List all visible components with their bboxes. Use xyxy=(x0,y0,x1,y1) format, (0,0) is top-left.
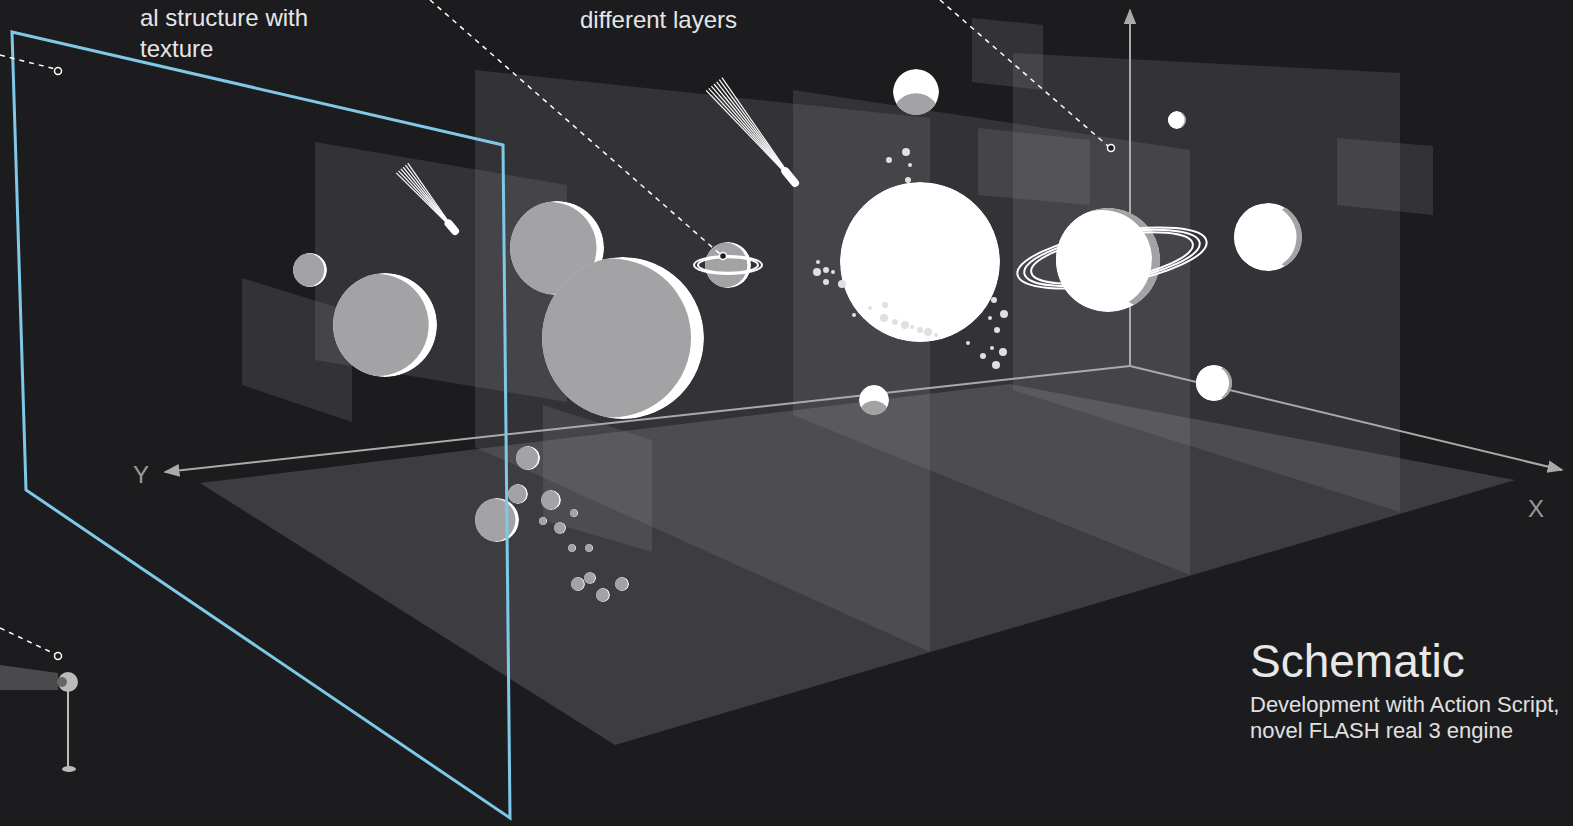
asteroid-belt xyxy=(813,148,1008,369)
asteroid xyxy=(886,157,892,163)
leader-lines xyxy=(0,0,1115,660)
planet xyxy=(614,577,629,591)
comet xyxy=(396,163,455,231)
asteroid xyxy=(892,319,898,325)
planet xyxy=(1052,208,1204,312)
axis-label: X xyxy=(1528,496,1558,522)
planet xyxy=(570,577,585,591)
asteroid xyxy=(868,306,872,310)
title: Schematic xyxy=(1250,636,1565,687)
comet xyxy=(706,78,795,183)
asteroid xyxy=(823,267,829,273)
asteroid xyxy=(992,361,1000,369)
asteroid xyxy=(813,268,821,276)
asteroid xyxy=(994,327,1000,333)
planet xyxy=(840,182,1000,342)
caption: Development with Action Script, novel FL… xyxy=(1250,692,1562,745)
planet xyxy=(570,509,578,517)
planet xyxy=(585,544,593,552)
axis-line xyxy=(1129,10,1131,366)
asteroid xyxy=(902,148,910,156)
layer-panel xyxy=(978,128,1090,205)
asteroid xyxy=(999,348,1007,356)
layer-panel xyxy=(242,278,352,422)
planet xyxy=(515,446,540,470)
asteroid xyxy=(917,327,923,333)
planet xyxy=(702,242,751,288)
axis-label: Y xyxy=(133,462,163,488)
planet xyxy=(553,522,566,534)
planet xyxy=(1167,111,1193,129)
asteroid xyxy=(910,325,914,329)
planet xyxy=(532,257,704,419)
asteroid xyxy=(990,346,994,350)
planet xyxy=(472,498,519,542)
asteroid xyxy=(924,328,932,336)
planet xyxy=(583,572,596,584)
planet xyxy=(539,517,547,525)
layer-panel xyxy=(543,405,652,552)
layer-panel xyxy=(972,18,1043,90)
asteroid xyxy=(838,280,846,288)
layer-panel xyxy=(1013,53,1400,512)
axis-line xyxy=(1130,366,1562,470)
asteroid xyxy=(980,353,986,359)
planet xyxy=(858,385,890,432)
asteroid xyxy=(988,316,992,320)
asteroid xyxy=(901,321,909,329)
planet xyxy=(568,544,576,552)
asteroid xyxy=(880,314,888,322)
layer-panel xyxy=(1337,138,1433,215)
layer-panels xyxy=(242,18,1433,652)
asteroid xyxy=(831,270,835,274)
planet xyxy=(1231,203,1331,271)
axes xyxy=(165,10,1562,472)
asteroid xyxy=(852,313,856,317)
planet xyxy=(540,490,561,510)
callout-label: al structure with texture xyxy=(140,2,310,64)
callout-label: different layers xyxy=(580,6,810,35)
planet-rings xyxy=(694,216,1211,301)
screen-frame xyxy=(12,32,510,818)
planet xyxy=(507,484,528,504)
asteroid xyxy=(908,163,912,167)
planet xyxy=(327,273,437,377)
asteroid xyxy=(966,341,970,345)
asteroid xyxy=(816,260,820,264)
planets xyxy=(291,69,1331,602)
asteroid xyxy=(991,297,997,303)
planet xyxy=(595,588,610,602)
asteroid xyxy=(1000,310,1008,318)
asteroid xyxy=(934,333,938,337)
planet xyxy=(291,253,327,287)
asteroid xyxy=(905,177,911,183)
planet xyxy=(892,69,940,141)
asteroid xyxy=(882,302,888,308)
planet xyxy=(1195,365,1248,401)
asteroid xyxy=(823,279,829,285)
camera xyxy=(0,665,78,772)
